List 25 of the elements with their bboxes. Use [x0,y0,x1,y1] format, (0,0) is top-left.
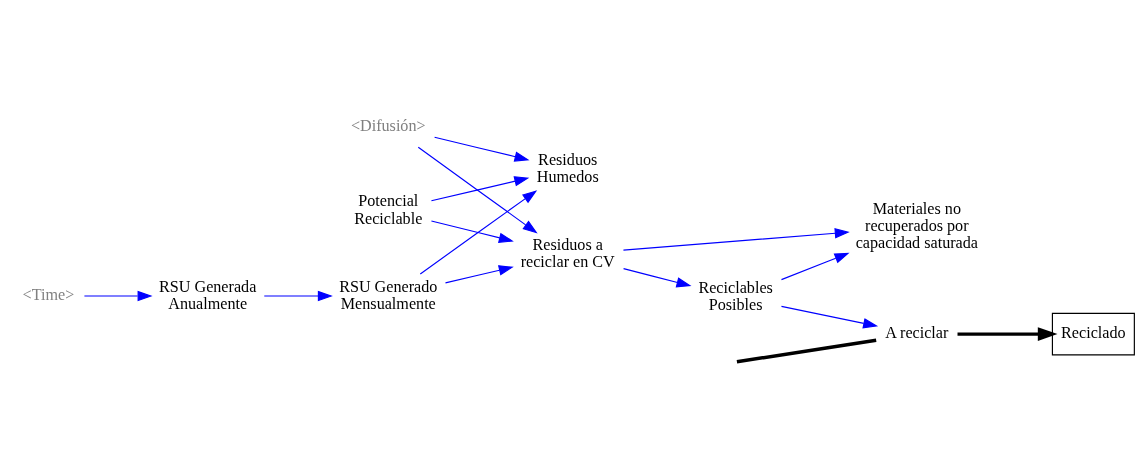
node-text: <Difusión> [350,116,426,134]
arrow [83,290,153,302]
arrow [419,190,538,275]
node-text: Potencial Reciclable [354,192,423,227]
arrow [622,228,850,251]
node-text: <Time> [22,286,75,304]
node-text: RSU Generado Mensualmente [339,277,438,312]
arrow [780,252,850,281]
arrow [430,220,514,243]
arrow [417,146,538,234]
arrow [780,305,879,329]
arrow [623,268,692,288]
node-box: Reciclado [1051,312,1135,356]
arrow [957,327,1058,341]
node-text: Materiales no recuperados por capacidad saturada [855,199,978,252]
arrow [263,290,333,302]
node-text: Residuos Humedos [536,150,599,186]
arrow [434,136,530,162]
node-text: Reciclables Posibles [698,278,773,314]
node-text: A reciclar [885,324,949,342]
connector [736,338,877,364]
node-text: Residuos a reciclar en CV [520,236,615,271]
arrow [444,265,514,284]
arrow [430,176,530,202]
node-text: RSU Generada Anualmente [159,277,257,312]
